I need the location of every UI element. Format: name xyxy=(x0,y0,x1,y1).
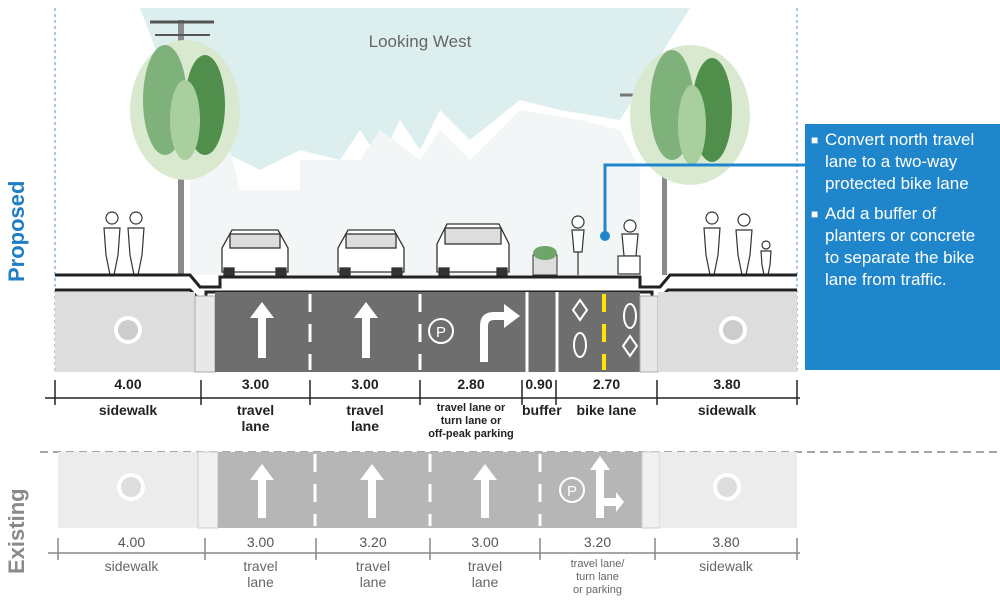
pedestrians-left xyxy=(103,211,145,276)
proposed-lane-label: bike lane xyxy=(576,402,637,418)
callout-box: ■ Convert north travel lane to a two-way … xyxy=(805,124,1000,370)
existing-dimension-value: 3.20 xyxy=(359,534,387,550)
callout-text: Add a buffer of planters or concrete to … xyxy=(825,204,976,289)
svg-text:P: P xyxy=(436,324,446,341)
proposed-section-label: Proposed xyxy=(4,180,29,282)
existing-curb-right xyxy=(641,451,661,529)
proposed-road xyxy=(215,292,527,372)
buildings-background xyxy=(190,110,640,275)
pedestrian-symbol-icon xyxy=(114,316,747,344)
proposed-dimension-value: 0.90 xyxy=(525,376,553,392)
existing-dimension-value: 3.00 xyxy=(246,534,275,550)
existing-arrows xyxy=(250,456,624,518)
proposed-lane-separators xyxy=(308,292,559,372)
existing-dimension-line xyxy=(48,538,800,560)
proposed-lane-label: sidewalk xyxy=(98,402,158,418)
cyclists xyxy=(571,215,641,275)
proposed-dimension-line xyxy=(45,380,800,405)
pedestrians-right xyxy=(703,211,772,276)
svg-text:P: P xyxy=(567,483,577,500)
planter xyxy=(532,246,558,276)
existing-lane-label: travel lane xyxy=(355,558,391,590)
proposed-lane-label: buffer xyxy=(522,402,562,418)
callout-connector xyxy=(603,163,805,235)
car-2 xyxy=(337,229,405,277)
existing-lane-label: sidewalk xyxy=(699,558,753,574)
existing-curb-left xyxy=(197,451,219,529)
left-tree xyxy=(130,20,240,275)
proposed-lane-label: travel lane xyxy=(346,402,384,434)
view-direction-label: Looking West xyxy=(368,32,472,51)
existing-pedestrian-symbol-icon xyxy=(117,473,741,501)
sky-background xyxy=(140,8,690,170)
proposed-dimension-value: 2.70 xyxy=(592,376,621,392)
proposed-curb-left xyxy=(194,295,216,373)
existing-dimension-value: 3.20 xyxy=(583,534,612,550)
proposed-dimension-value: 2.80 xyxy=(457,376,485,392)
right-tree xyxy=(620,45,750,275)
proposed-buffer xyxy=(527,292,557,372)
proposed-lane-label: travel lane xyxy=(236,402,275,434)
proposed-dimension-value: 3.00 xyxy=(351,376,379,392)
turn-arrow-icon xyxy=(480,304,520,362)
existing-section-label: Existing xyxy=(4,488,29,574)
proposed-dimension-value: 3.00 xyxy=(241,376,270,392)
proposed-dimension-value: 4.00 xyxy=(114,376,142,392)
existing-parking-icon: P xyxy=(559,477,585,503)
existing-lane-label: travel lane/ turn lane or parking xyxy=(570,558,625,596)
existing-dimension-value: 4.00 xyxy=(117,534,146,550)
parking-icon: P xyxy=(428,318,454,344)
car-1 xyxy=(221,229,289,277)
existing-lane-label: sidewalk xyxy=(104,558,159,574)
callout-dot xyxy=(600,231,610,241)
callout-text: Convert north travel lane to a two-way p… xyxy=(825,130,975,193)
bike-symbols-icon xyxy=(571,298,639,358)
callout-bullet: ■ Convert north travel lane to a two-way … xyxy=(811,129,994,195)
callout-bullet: ■ Add a buffer of planters or concrete to… xyxy=(811,203,994,291)
ground-profile xyxy=(55,273,797,289)
proposed-lane-label: sidewalk xyxy=(697,402,757,418)
bullet-square-icon: ■ xyxy=(811,207,819,221)
proposed-lane-label: travel lane or turn lane or off-peak par… xyxy=(428,402,514,440)
existing-lane-label: travel lane xyxy=(243,558,278,590)
existing-dimension-value: 3.80 xyxy=(712,534,740,550)
proposed-curb-right xyxy=(639,295,659,373)
car-3 xyxy=(436,223,510,277)
existing-lane-label: travel lane xyxy=(467,558,503,590)
existing-lane-separators xyxy=(313,454,542,526)
bullet-square-icon: ■ xyxy=(811,133,819,147)
proposed-dimension-value: 3.80 xyxy=(713,376,741,392)
existing-dimension-value: 3.00 xyxy=(471,534,499,550)
proposed-arrows xyxy=(250,302,378,358)
